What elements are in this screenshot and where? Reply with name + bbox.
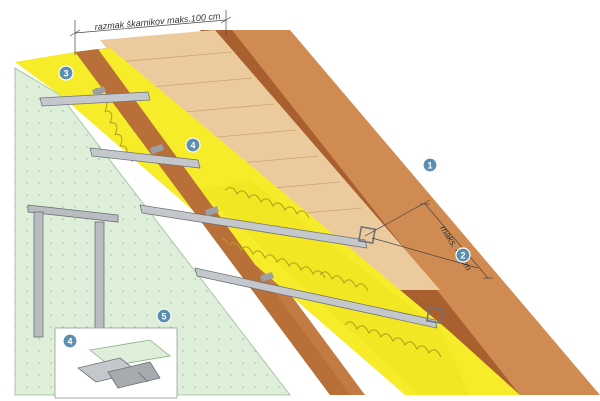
- svg-text:5: 5: [161, 312, 166, 322]
- wall-studs: [27, 204, 119, 338]
- svg-text:4: 4: [190, 141, 195, 151]
- rafter-spacing-label: razmak škarnikov maks.100 cm: [94, 11, 221, 32]
- callout-3: 3: [58, 65, 74, 81]
- svg-text:3: 3: [63, 69, 68, 79]
- callout-2: 2: [455, 247, 471, 263]
- profile-1: [39, 91, 151, 107]
- metal-profiles: [39, 86, 445, 329]
- callout-5: 5: [156, 308, 172, 324]
- profile-spacing-dimension: [364, 199, 493, 279]
- svg-text:2: 2: [460, 251, 465, 261]
- svg-text:4: 4: [67, 337, 72, 347]
- profile-3: [139, 204, 368, 249]
- drywall-dots: [15, 68, 290, 395]
- svg-text:1: 1: [427, 161, 432, 171]
- rafter-spacing-dimension: [69, 10, 232, 55]
- profile-2: [89, 147, 201, 169]
- callout-inset-4: 4: [62, 333, 78, 349]
- callout-4: 4: [185, 137, 201, 153]
- profile-4: [194, 267, 438, 329]
- callout-1: 1: [422, 157, 438, 173]
- inset-detail: [54, 327, 178, 399]
